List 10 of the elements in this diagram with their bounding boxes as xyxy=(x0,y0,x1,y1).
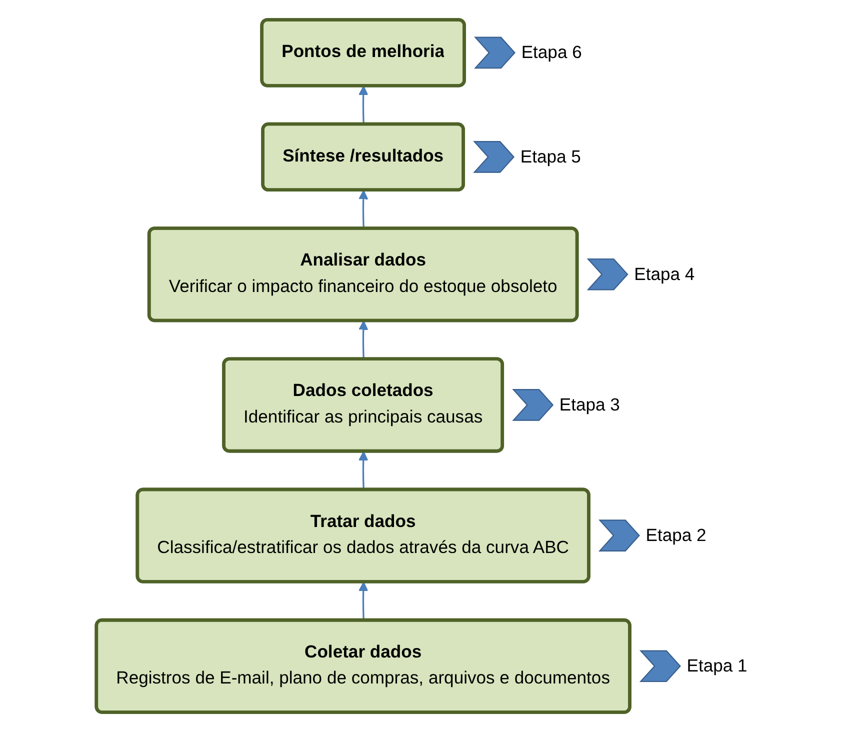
arrow xyxy=(358,320,368,359)
step-label: Etapa 5 xyxy=(520,146,581,166)
step-label: Etapa 3 xyxy=(559,394,620,414)
step-label: Etapa 6 xyxy=(521,42,582,62)
step-label: Etapa 2 xyxy=(646,524,706,545)
arrow xyxy=(358,581,368,620)
arrow xyxy=(358,85,368,124)
step-label: Etapa 4 xyxy=(634,263,695,284)
step-label: Etapa 1 xyxy=(686,655,748,676)
arrow xyxy=(358,189,368,228)
